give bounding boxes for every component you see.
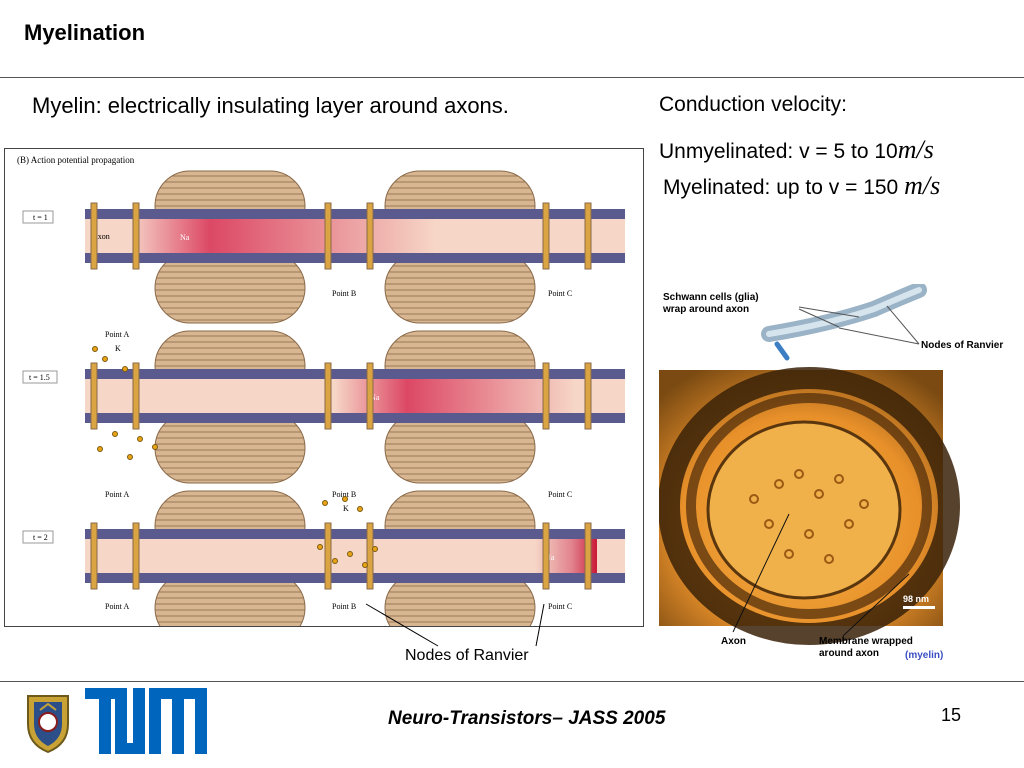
title-divider	[0, 77, 1024, 78]
k-label-row3: K	[343, 504, 349, 513]
action-potential-figure: (B) Action potential propagation t = 1 A…	[4, 148, 644, 627]
page-number: 15	[941, 705, 962, 725]
membrane-label-2: around axon	[819, 648, 879, 659]
myelinated-line: Myelinated: up to v = 150 m/s	[663, 171, 940, 201]
unit-ms-2: m/s	[904, 171, 941, 200]
nodes-label-right: Nodes of Ranvier	[921, 340, 1003, 351]
footer-divider	[0, 681, 1024, 682]
time-label-row2: t = 1.5	[29, 373, 50, 382]
point-a-row1: Point A	[105, 330, 129, 339]
slide-title: Myelination	[24, 20, 146, 45]
row-t1: t = 1 Axon Na Point A Point B Point C	[22, 170, 625, 339]
action-potential-diagram: (B) Action potential propagation t = 1 A…	[17, 155, 625, 626]
point-b-row1: Point B	[332, 289, 356, 298]
point-a-row3: Point A	[105, 602, 129, 611]
time-label-row3: t = 2	[33, 533, 48, 542]
myelinated-text: Myelinated: up to v = 150	[663, 176, 899, 199]
schwann-label-2: wrap around axon	[662, 304, 749, 315]
na-label-row2: Na	[370, 393, 380, 402]
nodes-of-ranvier-callout: Nodes of Ranvier	[405, 647, 529, 664]
myelin-em-figure: Schwann cells (glia) wrap around axon No…	[659, 284, 1003, 661]
figure-heading: (B) Action potential propagation	[17, 155, 135, 165]
membrane-label-1: Membrane wrapped	[819, 636, 913, 647]
point-c-row3: Point C	[548, 602, 572, 611]
unmyelinated-line: Unmyelinated: v = 5 to 10m/s	[659, 135, 934, 165]
row-t2: t = 2 Na K Point A Point B Point C	[22, 490, 625, 626]
conduction-heading: Conduction velocity:	[659, 93, 847, 116]
myelin-label: (myelin)	[905, 650, 943, 661]
footer-title: Neuro-Transistors– JASS 2005	[388, 708, 666, 729]
schwann-label-1: Schwann cells (glia)	[663, 292, 759, 303]
crest-logo	[27, 695, 69, 754]
callout-arrow-left	[365, 603, 439, 647]
subtitle-text: Myelin: electrically insulating layer ar…	[32, 93, 509, 118]
callout-arrow-right	[535, 603, 545, 647]
point-b-row3: Point B	[332, 602, 356, 611]
na-label-row3: Na	[545, 553, 555, 562]
tum-logo	[85, 688, 207, 754]
k-label-row2: K	[115, 344, 121, 353]
point-c-row2: Point C	[548, 490, 572, 499]
time-label-row1: t = 1	[33, 213, 48, 222]
unit-ms-1: m/s	[897, 135, 934, 164]
axon-label-right: Axon	[721, 636, 746, 647]
point-c-row1: Point C	[548, 289, 572, 298]
scale-bar-label: 98 nm	[903, 594, 929, 604]
axon-label: Axon	[92, 232, 110, 241]
row-t15: t = 1.5 Na K Point A Point B Point C	[22, 330, 625, 499]
point-b-row2: Point B	[332, 490, 356, 499]
unmyelinated-text: Unmyelinated: v = 5 to 10	[659, 140, 898, 163]
na-label-row1: Na	[180, 233, 190, 242]
point-a-row2: Point A	[105, 490, 129, 499]
